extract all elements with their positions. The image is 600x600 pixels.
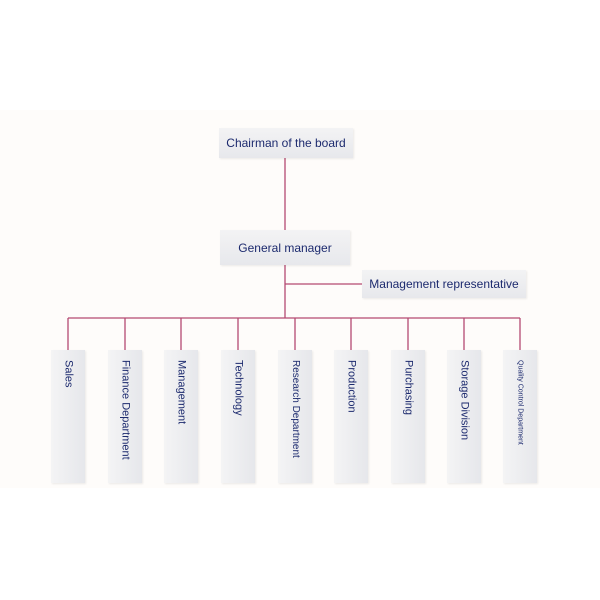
department-label-storage: Storage Division — [458, 360, 471, 441]
department-label-sales: Sales — [62, 360, 75, 388]
department-label-production: Production — [345, 360, 358, 413]
department-label-research: Research Department — [290, 360, 301, 458]
management-representative-box: Management representative — [362, 270, 526, 298]
department-label-technology: Technology — [232, 360, 245, 416]
department-box-storage: Storage Division — [447, 350, 481, 483]
general-manager-label: General manager — [238, 240, 332, 255]
department-box-management: Management — [164, 350, 198, 483]
department-box-quality: Quality Control Department — [503, 350, 537, 483]
department-label-finance: Finance Department — [119, 360, 132, 460]
department-box-purchasing: Purchasing — [391, 350, 425, 483]
management-representative-label: Management representative — [369, 277, 519, 291]
department-box-sales: Sales — [51, 350, 85, 483]
department-box-technology: Technology — [221, 350, 255, 483]
department-label-purchasing: Purchasing — [402, 360, 415, 416]
department-box-finance: Finance Department — [108, 350, 142, 483]
chairman-box: Chairman of the board — [219, 128, 353, 158]
department-box-production: Production — [334, 350, 368, 483]
department-label-management: Management — [175, 360, 188, 425]
department-label-quality: Quality Control Department — [516, 360, 524, 445]
chairman-label: Chairman of the board — [226, 136, 346, 150]
department-box-research: Research Department — [278, 350, 312, 483]
general-manager-box: General manager — [220, 230, 350, 265]
